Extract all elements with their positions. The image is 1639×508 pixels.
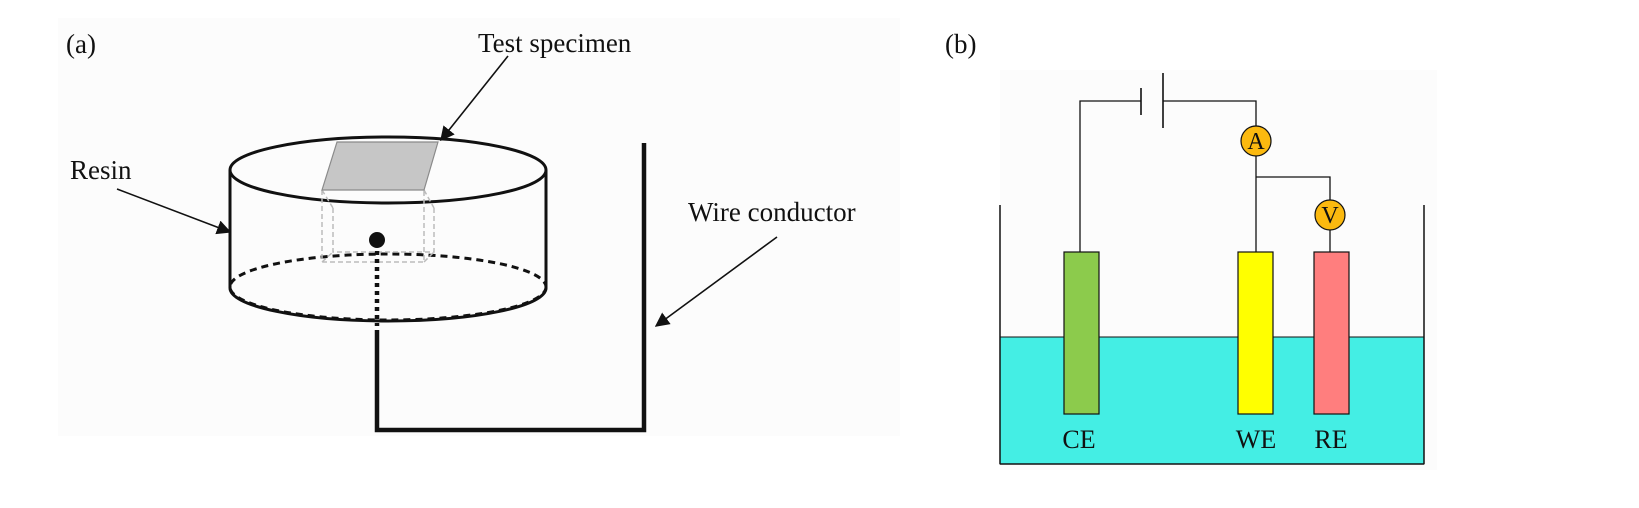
voltmeter-label: V (1321, 203, 1339, 229)
test-specimen-label: Test specimen (478, 28, 632, 58)
ammeter: A (1240, 125, 1272, 157)
contact-point (369, 232, 385, 248)
cylinder-bottom-front (228, 287, 548, 323)
panel-b: (b) A V CE (945, 29, 1437, 470)
battery (1140, 73, 1164, 128)
ce-lead (1079, 100, 1141, 252)
voltmeter: V (1314, 199, 1346, 231)
ammeter-circle (1240, 125, 1272, 157)
specimen-hidden-edges (321, 189, 435, 263)
counter-electrode-label: CE (1062, 425, 1095, 454)
battery-lead (1163, 100, 1257, 126)
test-specimen-pointer (440, 55, 509, 142)
reference-electrode (1313, 251, 1350, 415)
ammeter-label: A (1247, 129, 1265, 155)
wire-conductor-label: Wire conductor (688, 197, 856, 227)
resin-pointer (116, 188, 232, 235)
wire-conductor-pointer (654, 236, 778, 327)
voltmeter-branch (1256, 176, 1331, 200)
counter-electrode (1063, 251, 1100, 415)
voltmeter-circle (1314, 199, 1346, 231)
panel-a-tag: (a) (66, 29, 96, 59)
wire-conductor (374, 143, 647, 433)
circuit (1079, 100, 1331, 252)
resin-cylinder (228, 135, 548, 323)
test-specimen (321, 141, 439, 263)
panel-a: (a) Test specimen Resin Wire conductor (58, 18, 900, 436)
working-electrode (1237, 251, 1274, 415)
specimen-top-face (321, 141, 439, 191)
cylinder-top-rim (228, 135, 548, 205)
panel-a-background (58, 18, 900, 436)
working-electrode-label: WE (1236, 425, 1276, 454)
panel-b-tag: (b) (945, 29, 976, 59)
reference-electrode-label: RE (1314, 425, 1347, 454)
resin-label: Resin (70, 155, 132, 185)
